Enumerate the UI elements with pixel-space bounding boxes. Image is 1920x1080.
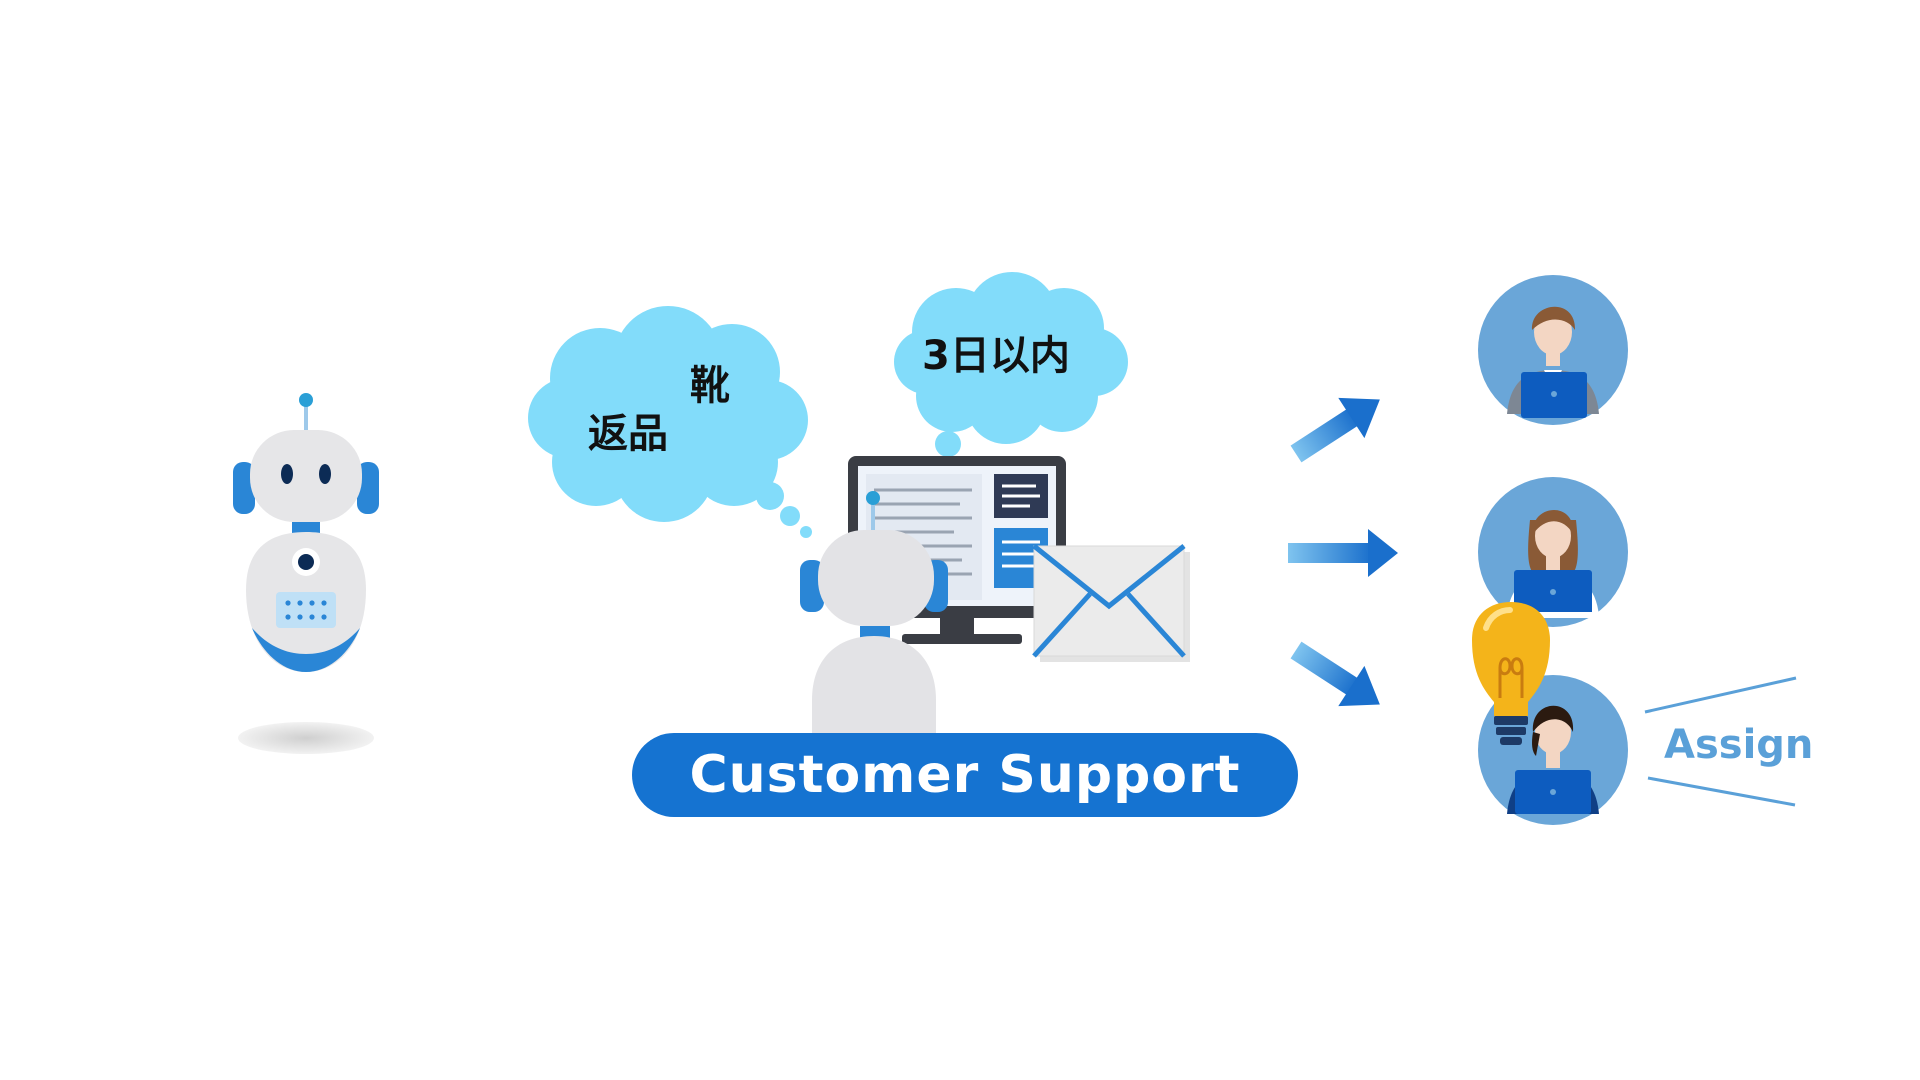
cloud-bubble-left	[528, 306, 812, 538]
robot-head	[250, 430, 362, 522]
arrow-up-right-icon	[1290, 397, 1380, 463]
arrow-down-right-icon	[1290, 641, 1380, 707]
bubble-word-shoes: 靴	[690, 363, 730, 409]
assign-lines	[1644, 676, 1797, 807]
robot-ear-right	[357, 462, 379, 514]
cloud-bubble-right	[894, 272, 1128, 477]
robot-ear-left	[233, 462, 255, 514]
standalone-robot-icon	[233, 393, 379, 754]
robot-chest-light	[298, 554, 314, 570]
customer-support-label: Customer Support	[689, 745, 1241, 805]
customer-support-banner: Customer Support	[632, 733, 1298, 817]
agent-avatar-icon	[1478, 477, 1628, 627]
robot-chest-dots	[285, 600, 327, 620]
robot-eye-left	[281, 464, 293, 484]
monitor-base	[902, 634, 1022, 644]
bubble-word-deadline: 3日以内	[922, 333, 1070, 379]
robot-body-base	[252, 628, 360, 672]
robot-back-icon	[800, 491, 948, 738]
robot-shadow	[238, 722, 374, 754]
robot-antenna-tip	[299, 393, 313, 407]
lightbulb-icon	[1472, 602, 1550, 745]
envelope-icon	[1032, 544, 1190, 662]
robot-chest-panel	[276, 592, 336, 628]
agent-avatar-icon	[1478, 275, 1628, 425]
assign-label: Assign	[1664, 722, 1814, 768]
bubble-word-return: 返品	[588, 411, 668, 457]
robot-eye-right	[319, 464, 331, 484]
arrow-right-icon	[1288, 529, 1398, 577]
robot-neck	[292, 522, 320, 534]
robot-back-body	[812, 636, 936, 738]
monitor-neck	[940, 606, 974, 636]
